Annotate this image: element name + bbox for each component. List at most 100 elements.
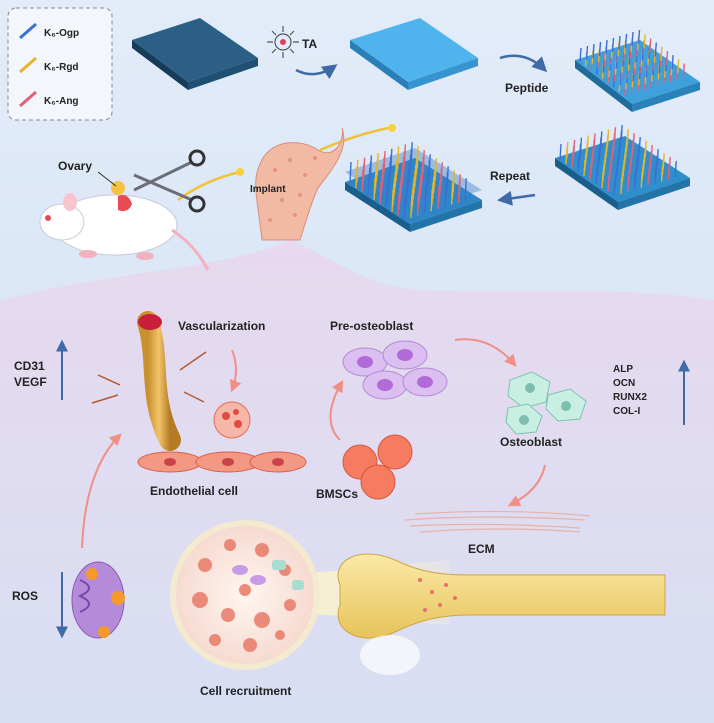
peptide-bristle	[464, 178, 467, 201]
endothelial-label: Endothelial cell	[150, 484, 238, 498]
peptide-bristle	[624, 33, 628, 49]
peptide-bristle	[662, 153, 665, 170]
marker-runx2: RUNX2	[613, 392, 647, 403]
peptide-bristle	[668, 157, 671, 174]
peptide-bristle	[618, 35, 621, 51]
peptide-bristle	[579, 47, 582, 63]
peptide-bristle	[566, 141, 569, 158]
peptide-bristle	[428, 154, 431, 177]
osteoblast-cells	[505, 371, 587, 435]
femur-bone	[337, 553, 666, 675]
peptide-bristle	[626, 129, 629, 146]
peptide-bristle	[644, 141, 647, 158]
pre-osteoblast-label: Pre-osteoblast	[330, 319, 413, 333]
marker-cd31: CD31	[14, 359, 45, 373]
legend-box: K₆-Ogp K₆-Rgd K₆-Ang	[7, 7, 113, 121]
arrow-pre-to-osteoblast	[454, 338, 517, 367]
arrow-peptide	[499, 54, 548, 73]
peptide-bristle	[606, 129, 610, 146]
peptide-bristle	[362, 157, 366, 180]
mitochondrion-icon	[71, 561, 125, 639]
ta-label: TA	[302, 37, 317, 51]
peptide-bristle	[572, 139, 576, 156]
bmsc-cells	[342, 434, 413, 500]
substrate-multilayer	[345, 142, 482, 232]
peptide-bristle	[446, 166, 449, 189]
arrow-ta	[295, 64, 338, 80]
scissors-icon	[133, 149, 206, 213]
peptide-bristle	[649, 38, 652, 53]
legend-label-rgd: K₆-Rgd	[44, 62, 79, 73]
peptide-bristle	[416, 146, 419, 169]
lower-background	[0, 240, 714, 723]
substrate-bare	[132, 18, 258, 90]
ecm-fibers	[404, 510, 591, 533]
endothelial-tube-icon	[213, 401, 251, 439]
peptide-bristle	[396, 146, 400, 169]
endothelial-cells	[137, 451, 307, 473]
peptide-bristle	[665, 50, 669, 66]
peptide-bristle	[434, 158, 437, 181]
peptide-bristle	[349, 161, 352, 185]
legend-ang-icon	[19, 90, 37, 108]
peptide-bristle	[592, 43, 595, 59]
peptide-bristle	[671, 55, 674, 70]
arrow-repeat	[497, 190, 536, 206]
rat-illustration	[39, 181, 210, 271]
peptide-bristle	[605, 39, 608, 55]
legend-ogp-icon	[19, 22, 37, 40]
pre-osteoblast-cells	[342, 340, 448, 400]
peptide-bristle	[586, 135, 589, 152]
cell-recruitment-label: Cell recruitment	[200, 684, 291, 698]
peptide-bristle	[598, 41, 602, 57]
peptide-bristle	[579, 137, 583, 154]
peptide-bristle	[654, 42, 657, 57]
peptide-bristle	[383, 150, 386, 174]
substrate-peptide-layer2	[555, 125, 690, 210]
ros-label: ROS	[12, 589, 38, 603]
peptide-bristle	[356, 159, 359, 182]
peptide-bristle	[620, 125, 623, 142]
peptide-bristle	[390, 148, 393, 171]
peptide-bristle	[422, 150, 425, 173]
legend-rgd-icon	[19, 56, 37, 74]
peptide-bristle	[656, 149, 659, 166]
spark-icons	[236, 124, 396, 176]
peptide-bristle	[682, 63, 685, 78]
peptide-bristle	[613, 127, 617, 144]
peptide-bristle	[631, 31, 634, 47]
peptide-bristle	[593, 133, 596, 150]
osteoblast-label: Osteoblast	[500, 435, 562, 449]
substrate-peptide-layer1	[575, 29, 700, 112]
peptide-bristle	[674, 161, 677, 178]
marker-alp: ALP	[613, 364, 633, 375]
cell-recruitment-circle	[170, 520, 320, 670]
peptide-bristle	[376, 153, 379, 176]
blood-vessel	[91, 311, 207, 451]
marker-vegf: VEGF	[14, 375, 47, 389]
peptide-bristle	[440, 162, 443, 185]
arrow-vascularization	[229, 349, 242, 393]
peptide-bristle	[643, 34, 646, 49]
peptide-bristle	[638, 137, 641, 154]
peptide-bristle	[600, 131, 603, 148]
bmscs-label: BMSCs	[316, 487, 358, 501]
peptide-bristle	[559, 143, 562, 161]
legend-label-ang: K₆-Ang	[44, 96, 79, 107]
ovary-pointer	[97, 171, 117, 187]
peptide-bristle	[632, 133, 635, 150]
peptide-bristle	[410, 142, 413, 165]
peptide-bristle	[403, 144, 407, 167]
marker-ocn: OCN	[613, 378, 635, 389]
implant-bone	[255, 127, 345, 241]
vascularization-label: Vascularization	[178, 319, 265, 333]
peptide-bristle	[611, 37, 615, 53]
peptide-bristle	[637, 29, 641, 45]
peptide-bristle	[677, 59, 680, 74]
peptide-bristle	[369, 155, 373, 178]
peptide-bristle	[660, 46, 663, 61]
repeat-label: Repeat	[490, 169, 530, 183]
ecm-label: ECM	[468, 542, 495, 556]
